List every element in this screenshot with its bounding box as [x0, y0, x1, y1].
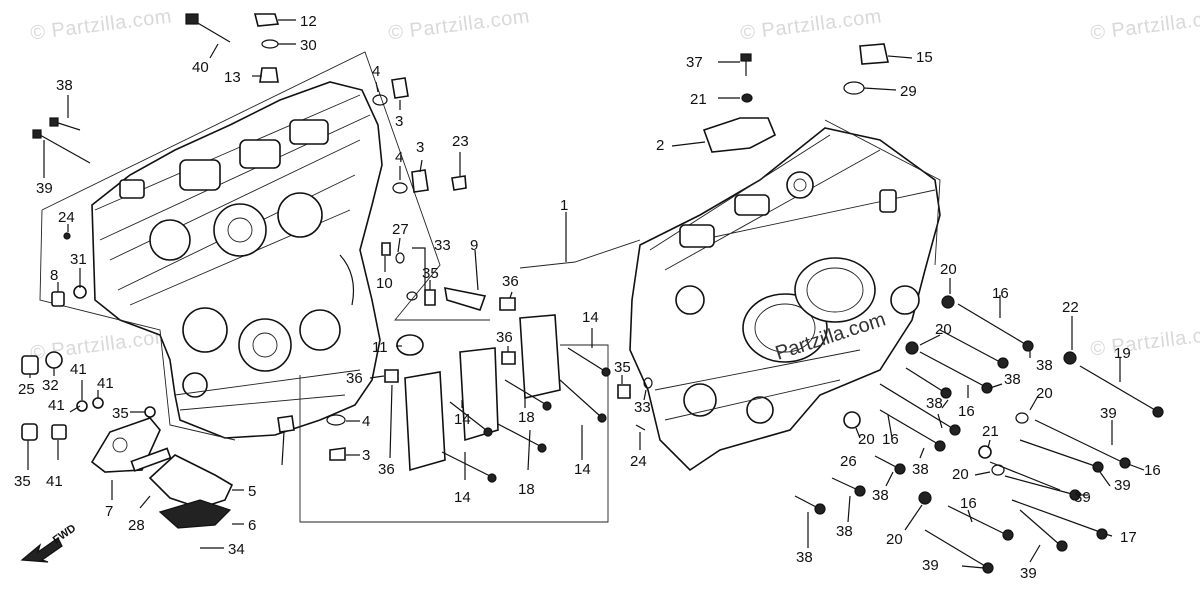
callout-24: 24: [58, 209, 75, 226]
bolts-center: [441, 347, 611, 483]
callout-23: 23: [452, 133, 469, 150]
strainer-assembly: [90, 417, 234, 529]
callout-25: 25: [18, 381, 35, 398]
callout-39c: 39: [1074, 489, 1091, 506]
callout-15: 15: [916, 49, 933, 66]
callout-39a: 39: [1100, 405, 1117, 422]
callout-14a: 14: [582, 309, 599, 326]
callout-35a: 35: [112, 405, 129, 422]
callout-32: 32: [42, 377, 59, 394]
callout-28: 28: [128, 517, 145, 534]
callout-21b: 21: [982, 423, 999, 440]
callout-38a: 38: [1036, 357, 1053, 374]
callout-41a: 41: [70, 361, 87, 378]
callout-1: 1: [560, 197, 568, 214]
callout-39d: 39: [922, 557, 939, 574]
callout-38f: 38: [836, 523, 853, 540]
callout-16e: 16: [960, 495, 977, 512]
callout-35c: 35: [422, 265, 439, 282]
callout-4c: 4: [362, 413, 370, 430]
callout-41b: 41: [97, 375, 114, 392]
callout-39e: 39: [1020, 565, 1037, 582]
leader-lines: [27, 19, 1145, 569]
callout-20a: 20: [940, 261, 957, 278]
callout-20f: 20: [886, 531, 903, 548]
callout-41c: 41: [48, 397, 65, 414]
callout-20d: 20: [858, 431, 875, 448]
callout-4a: 4: [372, 63, 380, 80]
callout-36d: 36: [378, 461, 395, 478]
callout-27: 27: [392, 221, 409, 238]
callout-14c: 14: [454, 489, 471, 506]
callout-38d: 38: [912, 461, 929, 478]
callout-14d: 14: [454, 411, 471, 428]
callout-17: 17: [1120, 529, 1137, 546]
callout-33b: 33: [634, 399, 651, 416]
callout-2: 2: [656, 137, 664, 154]
callout-11: 11: [372, 339, 388, 356]
small-parts-left: [21, 13, 280, 441]
callout-26: 26: [840, 453, 857, 470]
callout-3b: 3: [416, 139, 424, 156]
callout-labels: 12 30 40 13 38 39 24 8 31 25 32 41 41 41…: [14, 13, 1161, 582]
callout-37: 37: [686, 54, 703, 71]
callout-5: 5: [248, 483, 256, 500]
callout-33a: 33: [434, 237, 451, 254]
lower-crankcase-right: [629, 127, 941, 472]
callout-38e: 38: [872, 487, 889, 504]
callout-36b: 36: [502, 273, 519, 290]
callout-6: 6: [248, 517, 256, 534]
callout-13: 13: [224, 69, 241, 86]
callout-18b: 18: [518, 481, 535, 498]
callout-19: 19: [1114, 345, 1131, 362]
callout-16c: 16: [1144, 462, 1161, 479]
fwd-arrow: FWD: [20, 522, 78, 563]
fwd-label: FWD: [51, 522, 78, 546]
callout-9: 9: [470, 237, 478, 254]
callout-39b: 39: [1114, 477, 1131, 494]
callout-34: 34: [228, 541, 245, 558]
callout-20b: 20: [935, 321, 952, 338]
callout-41d: 41: [46, 473, 63, 490]
callout-20c: 20: [1036, 385, 1053, 402]
callout-31: 31: [70, 251, 87, 268]
callout-35b: 35: [14, 473, 31, 490]
callout-8: 8: [50, 267, 58, 284]
callout-38b: 38: [1004, 371, 1021, 388]
callout-40: 40: [192, 59, 209, 76]
callout-16d: 16: [882, 431, 899, 448]
callout-38g: 38: [796, 549, 813, 566]
callout-24b: 24: [630, 453, 647, 470]
callout-38: 38: [56, 77, 73, 94]
callout-20e: 20: [952, 466, 969, 483]
callout-39: 39: [36, 180, 53, 197]
small-parts-center: [277, 77, 653, 461]
callout-36c: 36: [496, 329, 513, 346]
callout-3a: 3: [395, 113, 403, 130]
callout-36a: 36: [346, 370, 363, 387]
callout-12: 12: [300, 13, 317, 30]
callout-10: 10: [376, 275, 393, 292]
callout-22: 22: [1062, 299, 1079, 316]
small-parts-right-top: [702, 43, 889, 153]
callout-16a: 16: [992, 285, 1009, 302]
callout-30: 30: [300, 37, 317, 54]
callout-14b: 14: [574, 461, 591, 478]
callout-21a: 21: [690, 91, 707, 108]
callout-29: 29: [900, 83, 917, 100]
callout-4b: 4: [395, 149, 403, 166]
callout-7: 7: [105, 503, 113, 520]
callout-16b: 16: [958, 403, 975, 420]
bearing-caps: [396, 314, 561, 472]
callout-35d: 35: [614, 359, 631, 376]
callout-3c: 3: [362, 447, 370, 464]
upper-crankcase-left: [91, 81, 383, 439]
callout-38c: 38: [926, 395, 943, 412]
callout-18a: 18: [518, 409, 535, 426]
